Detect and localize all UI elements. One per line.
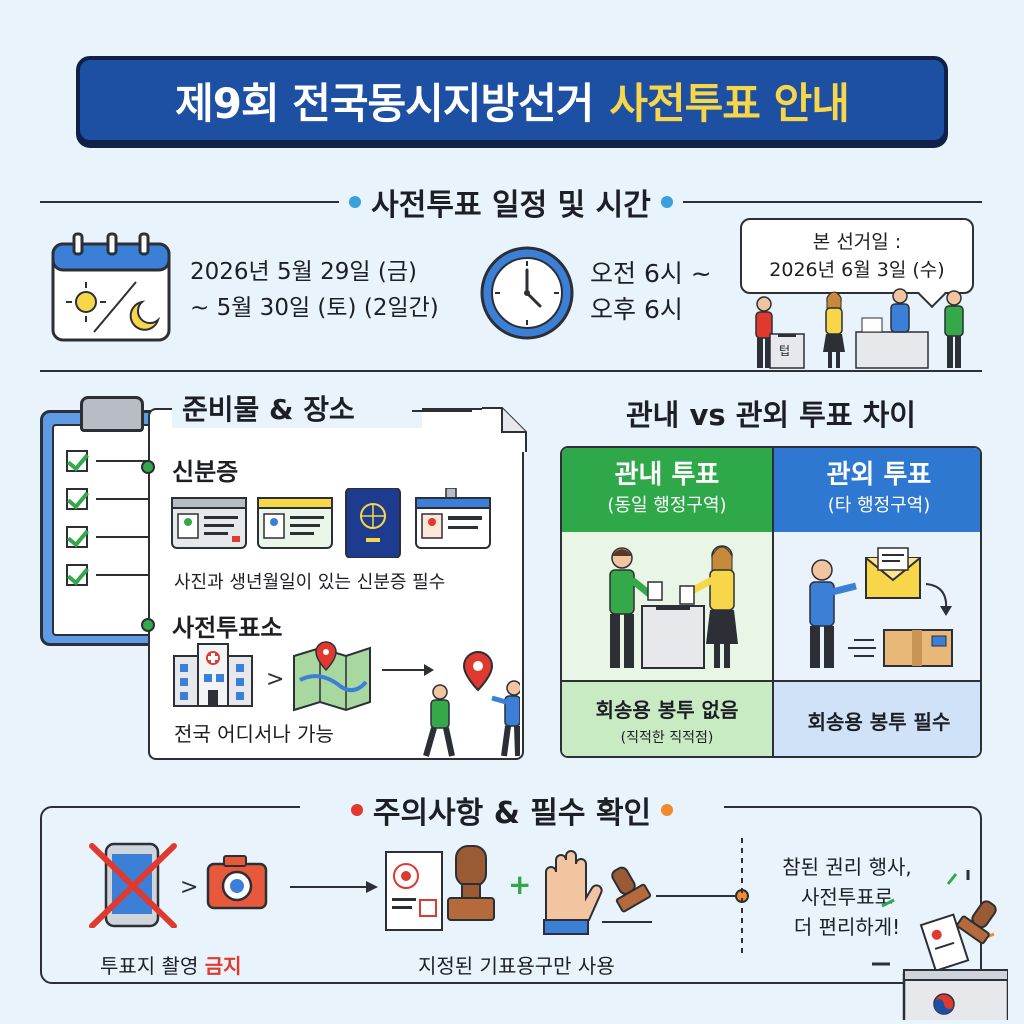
id-card-icon (171, 497, 247, 549)
employee-badge-icon (415, 488, 491, 549)
schedule-time: 오전 6시 ~ 오후 6시 (590, 256, 712, 328)
time-line-2: 오후 6시 (590, 295, 683, 324)
ballot-box-illustration (872, 870, 1008, 1020)
photo-prefix: 투표지 촬영 (100, 954, 199, 978)
divider (40, 370, 982, 372)
in-district-footer: 회송용 봉투 없음 (직적한 직적점) (562, 680, 772, 756)
clock-icon (480, 246, 574, 340)
id-note: 사진과 생년월일이 있는 신분증 필수 (174, 572, 446, 593)
small-stamp-icon (611, 866, 652, 913)
svg-text:>: > (180, 875, 198, 900)
calendar-icon (51, 232, 171, 342)
election-day-label: 본 선거일 : (812, 231, 902, 253)
driver-license-icon (257, 497, 333, 549)
compare-table: 관내 투표 (동일 행정구역) 회송용 봉투 없음 (직적한 직적점) (560, 446, 982, 758)
caution-heading: 주의사항 & 필수 확인 (372, 796, 652, 831)
tools-note: 지정된 기표용구만 사용 (418, 954, 615, 978)
walking-person-icon (423, 684, 455, 757)
caution-heading-wrap: 주의사항 & 필수 확인 (300, 788, 724, 832)
clipboard-clip-icon (80, 396, 144, 432)
ballot-box-mark: 텁 (779, 344, 791, 358)
dot-icon (350, 804, 363, 816)
stamp-icon (447, 845, 495, 921)
final-message: 참된 권리 행사, 사전투표로 더 편리하게! (762, 852, 932, 942)
in-district-column: 관내 투표 (동일 행정구역) 회송용 봉투 없음 (직적한 직적점) (562, 448, 774, 756)
prohibited-icon (89, 843, 177, 928)
svg-text:>: > (266, 667, 284, 692)
id-title: 신분증 (172, 458, 239, 486)
arrow-icon (290, 881, 378, 893)
out-district-note: 회송용 봉투 필수 (807, 710, 951, 734)
bullet-icon (141, 460, 155, 474)
page-fold-icon (482, 406, 528, 452)
dot-icon (660, 196, 673, 208)
no-photo-illustration: > (89, 842, 268, 928)
election-day-date: 2026년 6월 3일 (수) (769, 259, 945, 281)
checkbox-icon (66, 450, 88, 472)
id-cards-illustration (171, 488, 491, 558)
place-title: 사전투표소 (172, 614, 283, 642)
final-line-1: 참된 권리 행사, (782, 855, 912, 879)
bullet-icon (141, 618, 155, 632)
checklist (66, 450, 152, 586)
stamp-tools-illustration: + (385, 845, 652, 935)
out-district-header: 관외 투표 (타 행정구역) (774, 448, 980, 532)
dot-icon (661, 804, 674, 816)
hand-icon (543, 850, 603, 935)
election-day-bubble: 본 선거일 : 2026년 6월 3일 (수) (740, 218, 974, 294)
place-illustration: > (173, 641, 520, 757)
time-line-1: 오전 6시 ~ (590, 259, 712, 288)
out-district-mail-illustration (809, 547, 953, 668)
in-district-note: 회송용 봉투 없음 (595, 698, 739, 722)
photo-warning: 투표지 촬영 금지 (100, 950, 242, 979)
in-district-title: 관내 투표 (614, 460, 720, 490)
in-district-voting-illustration (609, 545, 738, 669)
dot-icon (349, 196, 362, 208)
map-icon (293, 641, 371, 712)
package-icon (883, 629, 953, 667)
envelope-icon (865, 547, 921, 599)
building-icon (173, 643, 253, 707)
in-district-subnote: (직적한 직적점) (620, 730, 714, 746)
prep-heading-wrap: 준비물 & 장소 (172, 388, 422, 428)
place-note: 전국 어디서나 가능 (174, 722, 334, 746)
passport-icon (345, 488, 401, 558)
prep-heading-rule (412, 410, 472, 412)
out-district-subtitle: (타 행정구역) (827, 495, 931, 516)
final-line-3: 더 편리하게! (793, 915, 901, 939)
out-district-title: 관외 투표 (826, 460, 932, 490)
svg-text:+: + (508, 868, 531, 901)
out-district-footer: 회송용 봉투 필수 (774, 680, 980, 756)
checkbox-icon (66, 488, 88, 510)
schedule-dates: 2026년 5월 29일 (금) ~ 5월 30일 (토) (2일간) (190, 254, 439, 326)
checkbox-icon (66, 526, 88, 548)
schedule-heading: 사전투표 일정 및 시간 (371, 188, 651, 223)
connector-icon (656, 838, 749, 954)
camera-icon (206, 855, 268, 910)
pointing-person-icon (491, 680, 520, 757)
checkbox-icon (66, 564, 88, 586)
date-line-2: ~ 5월 30일 (토) (2일간) (190, 295, 439, 321)
ballot-paper-icon (385, 851, 443, 931)
compare-heading-wrap: 관내 vs 관외 투표 차이 (560, 392, 982, 434)
polling-station-illustration (755, 288, 964, 369)
schedule-heading-row: 사전투표 일정 및 시간 (40, 180, 983, 224)
photo-forbidden: 금지 (204, 954, 242, 978)
title-banner: 제9회 전국동시지방선거 사전투표 안내 (76, 56, 948, 144)
location-pin-icon (462, 650, 494, 692)
title-highlight: 사전투표 안내 (609, 78, 849, 128)
date-line-1: 2026년 5월 29일 (금) (190, 259, 417, 285)
stamp-icon (956, 900, 997, 945)
prep-heading: 준비물 & 장소 (182, 393, 355, 426)
in-district-header: 관내 투표 (동일 행정구역) (562, 448, 772, 532)
final-line-2: 사전투표로 (801, 885, 893, 909)
compare-heading: 관내 vs 관외 투표 차이 (626, 398, 916, 432)
ballot-paper-icon (919, 913, 970, 973)
out-district-column: 관외 투표 (타 행정구역) (774, 448, 980, 756)
in-district-subtitle: (동일 행정구역) (607, 495, 727, 516)
title-main: 제9회 전국동시지방선거 (175, 78, 594, 128)
